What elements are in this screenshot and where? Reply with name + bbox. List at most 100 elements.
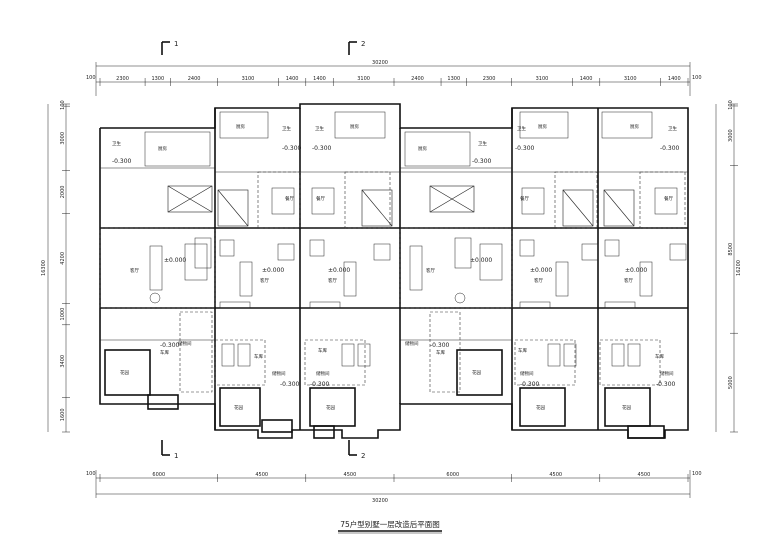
bottom-edge-dim-right: 100 bbox=[692, 471, 702, 477]
bottom-dim-label: 4500 bbox=[549, 472, 562, 478]
top-dim-label: 2400 bbox=[188, 76, 201, 82]
room-labels: 卫生 厨房 厨房 卫生 卫生 厨房 厨房 卫生 卫生 厨房 厨房 卫生 餐厅 餐… bbox=[112, 123, 677, 411]
room-garden-c2: 花园 bbox=[622, 404, 631, 411]
room-garage-c1: 车库 bbox=[518, 347, 527, 354]
left-total-dim: 16300 bbox=[41, 260, 47, 276]
room-dining-b1: 餐厅 bbox=[285, 195, 294, 202]
level-b2-living: ±0.000 bbox=[328, 267, 350, 274]
bottom-total-dim: 30200 bbox=[372, 498, 388, 504]
top-edge-dim: 100 bbox=[86, 75, 96, 81]
room-living-c1: 客厅 bbox=[534, 277, 543, 284]
left-dimension-chain: 16300 bbox=[41, 104, 67, 432]
right-dim-label: 5000 bbox=[728, 376, 734, 389]
room-storage-c2: 储物间 bbox=[660, 370, 674, 377]
top-total-dim: 30200 bbox=[372, 60, 388, 66]
level-a1-top: -0.300 bbox=[112, 158, 132, 165]
room-garden-a1: 花园 bbox=[120, 369, 129, 376]
room-living-c2: 客厅 bbox=[624, 277, 633, 284]
drawing-title: 75户型别墅一层改造后平面图 bbox=[340, 519, 440, 529]
left-dim-label: 4200 bbox=[60, 252, 66, 265]
room-storage-b2: 储物间 bbox=[316, 370, 330, 377]
dashed-zones bbox=[99, 171, 686, 393]
bottom-edge-dim: 100 bbox=[86, 471, 96, 477]
room-dining-c1: 餐厅 bbox=[520, 195, 529, 202]
room-garden-b2: 花园 bbox=[326, 404, 335, 411]
svg-text:1: 1 bbox=[174, 452, 178, 460]
bottom-dim-label: 4500 bbox=[344, 472, 357, 478]
top-dim-label: 1300 bbox=[151, 76, 164, 82]
room-storage-a2: 储物间 bbox=[405, 340, 419, 347]
room-bath-b2: 卫生 bbox=[315, 125, 324, 132]
room-garage-c2: 车库 bbox=[655, 353, 664, 360]
room-living-a1: 客厅 bbox=[130, 267, 139, 274]
right-dim-label: 3000 bbox=[728, 129, 734, 142]
level-b1-garage: -0.300 bbox=[280, 381, 300, 388]
room-garage-a2: 车库 bbox=[436, 349, 445, 356]
level-a1-garage: -0.300 bbox=[160, 342, 180, 349]
top-dim-label: 1400 bbox=[286, 76, 299, 82]
room-kitchen-a2: 厨房 bbox=[418, 145, 427, 152]
section-mark-top-2: 2 bbox=[348, 40, 365, 55]
dining-tables bbox=[194, 187, 678, 269]
level-a2-garage: -0.300 bbox=[430, 342, 450, 349]
room-bath-a2: 卫生 bbox=[478, 140, 487, 147]
level-c2-living: ±0.000 bbox=[625, 267, 647, 274]
top-dim-label: 3100 bbox=[242, 76, 255, 82]
level-b2-garage: -0.300 bbox=[310, 381, 330, 388]
room-dining-c2: 餐厅 bbox=[664, 195, 673, 202]
level-c1-garage: -0.300 bbox=[520, 381, 540, 388]
living-furniture bbox=[149, 239, 687, 309]
right-dim-label: 100 bbox=[728, 100, 734, 110]
room-bath-c1: 卫生 bbox=[517, 125, 526, 132]
bottom-dim-label: 4500 bbox=[638, 472, 651, 478]
level-a1-living: ±0.000 bbox=[164, 257, 186, 264]
room-kitchen-c1: 厨房 bbox=[538, 123, 547, 130]
stairs bbox=[167, 185, 635, 227]
top-dim-label: 3100 bbox=[536, 76, 549, 82]
room-bath-b1: 卫生 bbox=[282, 125, 291, 132]
room-garage-b1: 车库 bbox=[254, 353, 263, 360]
bottom-dim-label: 6000 bbox=[152, 472, 165, 478]
level-c2-top: -0.300 bbox=[660, 145, 680, 152]
left-dim-label: 3000 bbox=[60, 132, 66, 145]
room-kitchen-b2: 厨房 bbox=[350, 123, 359, 130]
room-garage-a1: 车库 bbox=[160, 349, 169, 356]
bottom-dim-label: 4500 bbox=[255, 472, 268, 478]
right-dim-label: 8500 bbox=[728, 243, 734, 256]
room-bath-a1: 卫生 bbox=[112, 140, 121, 147]
level-c2-garage: -0.300 bbox=[656, 381, 676, 388]
right-dimension-chain: 16200 bbox=[715, 104, 742, 432]
room-bath-c2: 卫生 bbox=[668, 125, 677, 132]
level-markers: -0.300 -0.300 -0.300 -0.300 -0.300 -0.30… bbox=[112, 145, 680, 388]
section-mark-bottom-1: 1 bbox=[161, 440, 178, 460]
right-total-dim: 16200 bbox=[736, 260, 742, 276]
level-a2-living: ±0.000 bbox=[470, 257, 492, 264]
level-b1-living: ±0.000 bbox=[262, 267, 284, 274]
room-storage-a1: 储物间 bbox=[178, 340, 192, 347]
room-living-b1: 客厅 bbox=[260, 277, 269, 284]
top-dim-label: 3100 bbox=[357, 76, 370, 82]
left-dim-label: 3400 bbox=[60, 355, 66, 368]
building-outline bbox=[99, 103, 689, 439]
top-dim-label: 1400 bbox=[668, 76, 681, 82]
room-living-a2: 客厅 bbox=[426, 267, 435, 274]
top-dim-label: 3100 bbox=[624, 76, 637, 82]
room-storage-c1: 储物间 bbox=[520, 370, 534, 377]
room-living-b2: 客厅 bbox=[328, 277, 337, 284]
garage-cars bbox=[221, 343, 641, 367]
section-mark-bottom-2: 2 bbox=[348, 440, 365, 460]
left-dim-label: 1600 bbox=[60, 408, 66, 421]
left-dim-label: 2000 bbox=[60, 186, 66, 199]
drawing-title-block: 75户型别墅一层改造后平面图 bbox=[338, 519, 442, 534]
level-c1-top: -0.300 bbox=[515, 145, 535, 152]
svg-text:2: 2 bbox=[361, 452, 365, 460]
top-dim-label: 1300 bbox=[447, 76, 460, 82]
room-kitchen-c2: 厨房 bbox=[630, 123, 639, 130]
room-dining-b2: 餐厅 bbox=[316, 195, 325, 202]
room-garden-a2: 花园 bbox=[472, 369, 481, 376]
room-garden-b1: 花园 bbox=[234, 404, 243, 411]
level-b1-top: -0.300 bbox=[282, 145, 302, 152]
